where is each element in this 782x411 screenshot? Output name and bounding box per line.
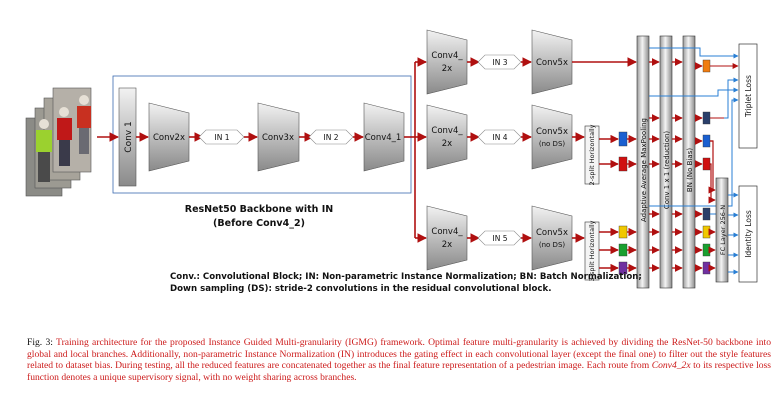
feature-squares [702,59,711,275]
branch2-in-block [477,129,522,145]
in1-block [198,129,245,145]
branch2-conv4-label: Conv4_ [431,126,463,136]
legend-line-2: Down sampling (DS): stride-2 convolution… [170,283,640,295]
branch2-conv5-sub: (no DS) [539,140,566,148]
branch3-conv4-block [426,205,468,271]
branch1-conv5-block [531,29,573,95]
legend-ds-desc: : stride-2 convolutions in the residual … [268,284,552,294]
conv2x-block [148,102,190,172]
branch2-conv5-block [531,104,573,170]
branch2-conv5-label: Conv5x [536,127,568,137]
pool-bar [636,35,650,289]
backbone-title: ResNet50 Backbone with IN [185,204,333,215]
fc-bar-label: FC Layer 256-N [719,205,727,255]
branch2-conv4-block [426,104,468,170]
branch3-in-block [477,230,522,246]
conv1x1-bar-label: Conv 1 x 1 (reduction) [663,131,671,210]
part-stripes [618,131,628,275]
legend-ds-term: Down sampling (DS) [170,284,269,294]
in1-label: IN 1 [215,133,230,142]
triplet-loss-box [738,43,758,149]
split3-label: 3-split Horizontally [588,220,596,281]
branch-connectors [404,57,427,243]
caption-text-2: to its respective loss function denotes … [27,360,772,383]
branch3-conv4-sub: 2x [442,240,452,250]
bn-bar-label: BN (No Bias) [686,148,694,192]
identity-loss-label: Identity Loss [744,210,753,258]
pool-bar-label: Adaptive Average MaxPooling [640,118,648,222]
pedestrian-images [25,87,92,197]
branch3-conv5-block [531,205,573,271]
split2-box [584,125,600,185]
branch-local-3: Conv4_ 2x IN 5 Conv5x (no DS) 3-split Ho… [426,205,600,282]
branch1-conv4-block [426,29,468,95]
branch1-conv4-label: Conv4_ [431,51,463,61]
branch3-conv5-sub: (no DS) [539,241,566,249]
backbone-subtitle: (Before Conv4_2) [213,218,305,229]
branch3-conv4-label: Conv4_ [431,227,463,237]
branch1-conv5-label: Conv5x [536,58,568,68]
in2-label: IN 2 [324,133,339,142]
branch2-conv4-sub: 2x [442,139,452,149]
identity-loss-box [738,185,758,283]
branch3-conv5-label: Conv5x [536,228,568,238]
conv4-1-label: Conv4_1 [365,133,402,143]
conv1x1-bar [659,35,673,289]
split3-box [584,221,600,281]
split2-label: 2-split Horizontally [588,124,596,185]
branch1-in-block [477,54,522,70]
caption-italic: Conv4_2x [651,360,691,372]
conv3x-label: Conv3x [262,133,294,143]
branch1-conv4-sub: 2x [442,64,452,74]
conv4-1-block [363,102,405,172]
branch-global: Conv4_ 2x IN 3 Conv5x [426,29,637,95]
legend-line-1: Conv.: Convolutional Block; IN: Non-para… [170,272,642,282]
in2-block [308,129,354,145]
fc-bar [715,177,729,283]
figure-caption: Fig. 3: Training architecture for the pr… [27,337,771,383]
architecture-diagram: Conv 1 Conv2x IN 1 Conv3x IN 2 Conv4_1 R… [25,29,758,289]
legend: Conv.: Convolutional Block; IN: Non-para… [170,271,642,295]
branch2-in-label: IN 4 [493,133,508,142]
caption-text-1: Training architecture for the proposed I… [27,337,771,372]
conv2x-label: Conv2x [153,133,185,143]
caption-label: Fig. 3: [27,337,53,348]
conv3x-block [257,102,300,172]
branch1-in-label: IN 3 [493,58,508,67]
conv1-label: Conv 1 [124,121,134,152]
branch-local-2: Conv4_ 2x IN 4 Conv5x (no DS) 2-split Ho… [426,104,600,186]
branch3-in-label: IN 5 [493,234,508,243]
triplet-loss-label: Triplet Loss [744,75,753,118]
